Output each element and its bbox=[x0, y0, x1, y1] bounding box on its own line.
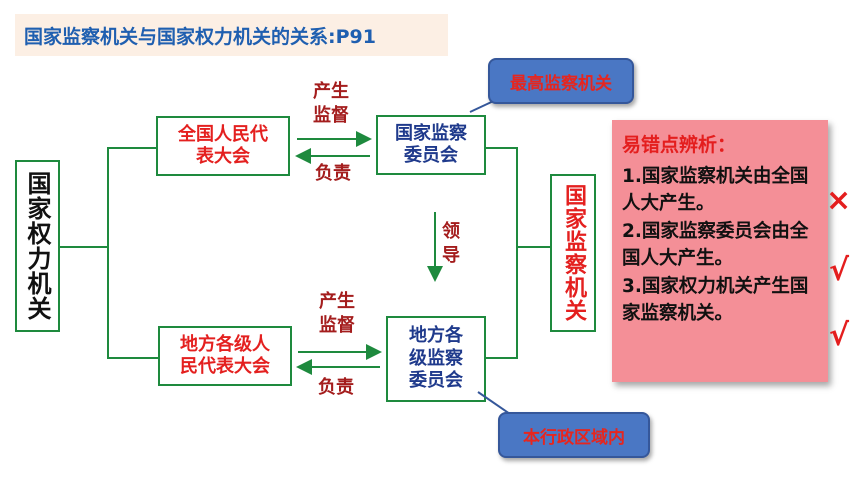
page-title: 国家监察机关与国家权力机关的关系:P91 bbox=[24, 25, 376, 48]
connector-line bbox=[107, 357, 158, 359]
state-supervision-organ-label: 国家监察机关 bbox=[561, 184, 586, 322]
state-power-organ-box: 国家权力机关 bbox=[15, 160, 60, 332]
analysis-item: 3.国家权力机关产生国家监察机关。 bbox=[622, 275, 809, 324]
connector-line bbox=[486, 357, 518, 359]
connector-line bbox=[107, 147, 156, 149]
responsible-label-bottom: 负责 bbox=[318, 377, 354, 398]
administrative-region-text: 本行政区域内 bbox=[523, 427, 625, 448]
npc-label: 全国人民代 表大会 bbox=[178, 123, 268, 168]
produce-supervise-label-top: 产生 监督 bbox=[313, 81, 349, 127]
responsible-label-top: 负责 bbox=[315, 163, 351, 184]
callout-pointer-bottom bbox=[477, 391, 511, 415]
title-bar: 国家监察机关与国家权力机关的关系:P91 bbox=[15, 14, 448, 56]
analysis-item: 2.国家监察委员会由全国人大产生。 bbox=[622, 220, 809, 270]
local-supervision-label: 地方各 级监察 委员会 bbox=[409, 325, 463, 392]
connector-line bbox=[486, 147, 518, 149]
administrative-region-callout: 本行政区域内 bbox=[498, 412, 650, 458]
wrong-mark: × bbox=[826, 183, 852, 218]
highest-supervisory-text: 最高监察机关 bbox=[510, 73, 612, 94]
lead-label: 领 导 bbox=[442, 221, 460, 267]
analysis-panel: 易错点辨析： 1.国家监察机关由全国人大产生。 2.国家监察委员会由全国人大产生… bbox=[612, 120, 828, 382]
connector-line bbox=[516, 147, 518, 359]
npc-box: 全国人民代 表大会 bbox=[156, 116, 290, 176]
local-congress-box: 地方各级人 民代表大会 bbox=[158, 326, 292, 386]
connector-line bbox=[107, 147, 109, 359]
state-supervision-organ-box: 国家监察机关 bbox=[550, 174, 596, 332]
highest-supervisory-callout: 最高监察机关 bbox=[488, 58, 634, 104]
produce-supervise-label-bottom: 产生 监督 bbox=[319, 291, 355, 337]
state-power-organ-label: 国家权力机关 bbox=[23, 171, 51, 321]
national-supervision-label: 国家监察 委员会 bbox=[395, 122, 467, 167]
analysis-item: 1.国家监察机关由全国人大产生。 bbox=[622, 166, 809, 215]
connector-line bbox=[60, 246, 108, 248]
connector-line bbox=[516, 246, 550, 248]
local-supervision-box: 地方各 级监察 委员会 bbox=[386, 316, 486, 402]
correct-mark: √ bbox=[829, 253, 850, 288]
local-congress-label: 地方各级人 民代表大会 bbox=[180, 333, 270, 378]
national-supervision-box: 国家监察 委员会 bbox=[376, 115, 486, 175]
analysis-title: 易错点辨析： bbox=[622, 134, 737, 156]
correct-mark: √ bbox=[829, 318, 850, 353]
